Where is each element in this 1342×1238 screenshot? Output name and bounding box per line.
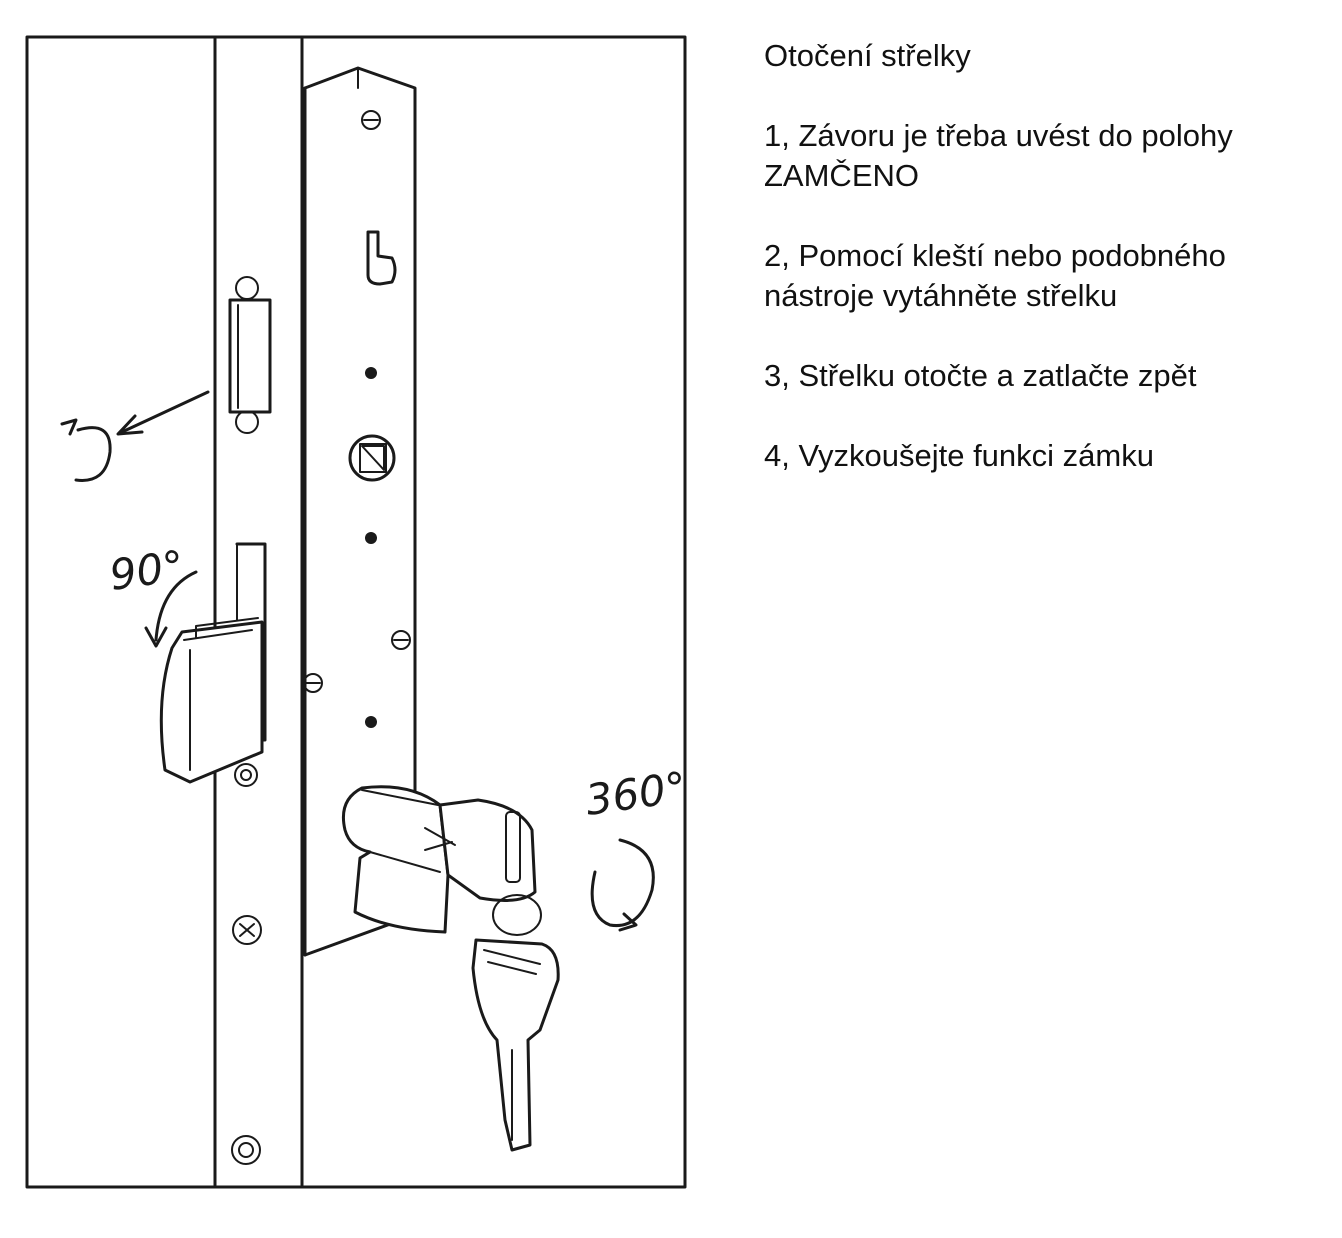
instructions-title: Otočení střelky [764,38,971,73]
key [424,798,560,1152]
lock-latch-diagram: 90° 360° [25,35,690,1189]
instruction-step-2: 2, Pomocí kleští nebo podobného nástroje… [764,238,1226,313]
rotate-360-arrow [590,838,655,932]
rotation-label-key: 360° [583,762,690,825]
upper-bolt-opening [228,276,272,434]
rotate-90-arrow [144,570,198,648]
lock-cylinder [341,785,450,934]
instructions-panel: Otočení střelky 1, Závoru je třeba uvést… [764,36,1324,516]
lock-case [303,66,417,957]
rotation-label-latch: 90° [107,541,188,600]
faceplate-screws [231,763,262,1165]
pull-arrow [116,390,210,436]
door-frame [25,35,687,1189]
lock-case-screws [303,110,411,728]
instruction-step-4: 4, Vyzkoušejte funkci zámku [764,438,1154,473]
instruction-step-1: 1, Závoru je třeba uvést do polohy ZAMČE… [764,118,1233,193]
handle-follower [348,434,396,482]
latch-bolt [159,617,264,784]
hook-slot [366,230,397,286]
instruction-step-3: 3, Střelku otočte a zatlačte zpět [764,358,1197,393]
rotate-latch-icon [60,418,112,482]
